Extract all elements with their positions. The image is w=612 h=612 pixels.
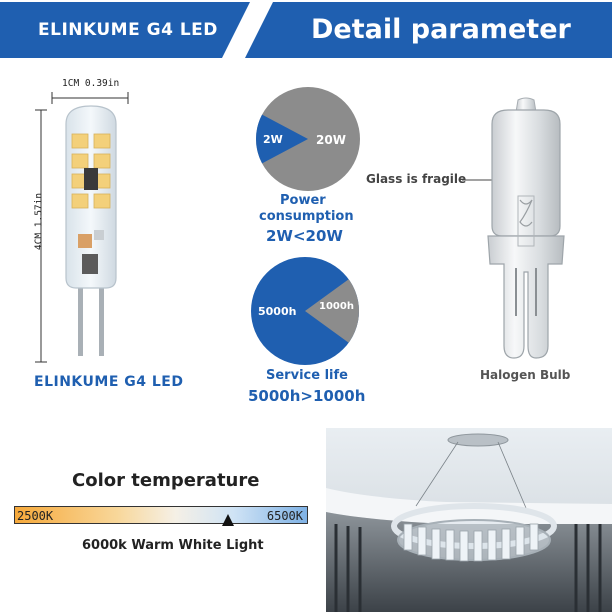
life-comparison: 5000h>1000h [248,387,366,405]
life-halogen-slice [305,279,359,343]
header-right-title: Detail parameter [311,14,571,45]
glass-fragile-note: Glass is fragile [366,172,467,186]
header-left-banner: ELINKUME G4 LED [0,0,250,60]
glass-note-pointer [462,179,492,181]
color-temperature-bar: 2500K 6500K [14,506,308,524]
color-temperature-title: Color temperature [72,470,260,491]
power-halogen-label: 20W [316,133,346,147]
color-temperature-note: 6000k Warm White Light [82,538,264,553]
led-caption: ELINKUME G4 LED [34,374,184,390]
service-life-pie [251,257,359,365]
header-left-title: ELINKUME G4 LED [38,20,218,40]
power-consumption-pie [256,87,360,191]
power-caption-line1: Power [280,193,326,208]
power-led-label: 2W [263,133,283,146]
halogen-caption: Halogen Bulb [480,368,571,382]
power-comparison: 2W<20W [266,227,343,245]
life-caption: Service life [266,368,348,383]
header-right-banner: Detail parameter [245,0,612,60]
life-led-label: 5000h [258,305,297,318]
halogen-bulb-image [487,97,565,359]
banner-right-shape [245,2,612,58]
min-temperature-label: 2500K [17,509,54,523]
life-halogen-label: 1000h [319,301,354,312]
height-dimension-line [35,109,47,363]
max-temperature-label: 6500K [266,509,303,523]
banner-left-shape [0,2,250,58]
power-led-slice [256,114,308,164]
chandelier-room-photo [326,428,612,612]
width-label: 1CM 0.39in [62,78,120,89]
width-dimension-line [51,92,129,104]
g4-led-bulb-image [65,105,117,356]
temperature-marker-icon [221,514,234,526]
power-caption-line2: consumption [259,209,354,224]
height-label: 4CM 1.57in [33,192,45,251]
